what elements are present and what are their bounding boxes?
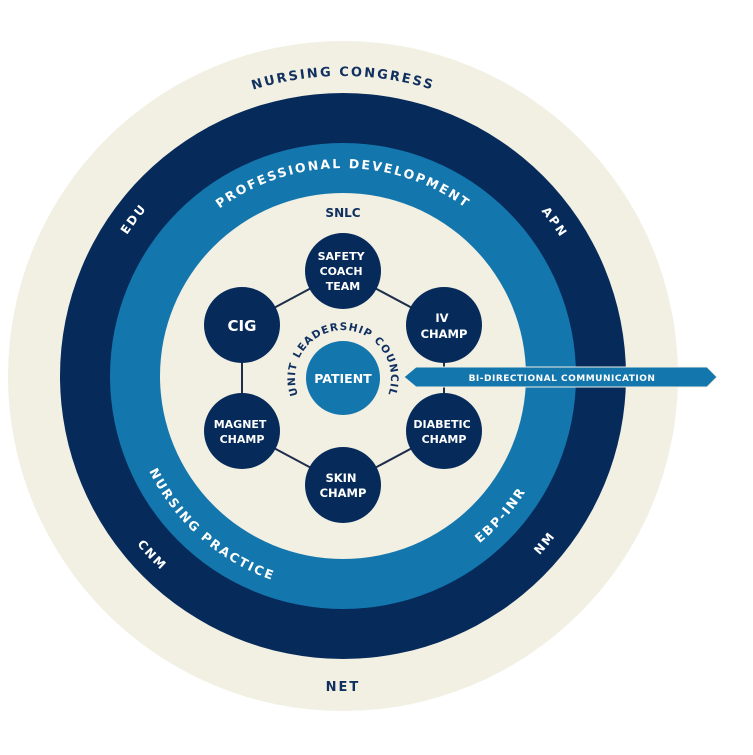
node-circle xyxy=(204,393,280,469)
node-line: SKIN xyxy=(325,471,356,485)
node-line: MAGNET xyxy=(214,418,267,431)
node-circle xyxy=(204,287,280,363)
snlc-label: SNLC xyxy=(325,206,360,220)
node-line: COACH xyxy=(320,265,363,278)
node-line: TEAM xyxy=(326,280,360,293)
node-circle xyxy=(305,447,381,523)
node-iv-champ: IV CHAMP xyxy=(406,287,482,363)
patient-circle xyxy=(306,341,380,415)
node-line: CHAMP xyxy=(422,433,467,446)
node-line: CHAMP xyxy=(320,486,367,500)
bi-directional-communication-label: BI-DIRECTIONAL COMMUNICATION xyxy=(469,374,656,384)
patient-label: PATIENT xyxy=(314,371,372,386)
node-line: CHAMP xyxy=(220,433,265,446)
node-line: DIABETIC xyxy=(413,418,470,431)
svg-text:SKIN CHAMP: SKIN CHAMP xyxy=(320,471,367,500)
svg-text:SAFETY COACH TEAM: SAFETY COACH TEAM xyxy=(318,250,369,293)
double-arrow-icon xyxy=(403,366,718,388)
node-circle xyxy=(406,287,482,363)
node-line: CHAMP xyxy=(421,327,468,341)
node-circle xyxy=(305,233,381,309)
node-line: CIG xyxy=(228,317,257,335)
node-safety-coach-team: SAFETY COACH TEAM xyxy=(305,233,381,309)
node-line: SAFETY xyxy=(318,250,366,263)
bi-directional-communication-arrow: BI-DIRECTIONAL COMMUNICATION xyxy=(403,366,718,388)
node-diabetic-champ: DIABETIC CHAMP xyxy=(406,393,482,469)
node-magnet-champ: MAGNET CHAMP xyxy=(204,393,280,469)
svg-text:DIABETIC CHAMP: DIABETIC CHAMP xyxy=(413,418,474,446)
node-line: IV xyxy=(435,311,448,325)
node-skin-champ: SKIN CHAMP xyxy=(305,447,381,523)
svg-text:MAGNET CHAMP: MAGNET CHAMP xyxy=(214,418,271,446)
net-label: NET xyxy=(326,680,361,695)
svg-text:IV CHAMP: IV CHAMP xyxy=(421,311,468,341)
node-cig: CIG xyxy=(204,287,280,363)
node-circle xyxy=(406,393,482,469)
svg-text:CIG: CIG xyxy=(228,317,257,335)
